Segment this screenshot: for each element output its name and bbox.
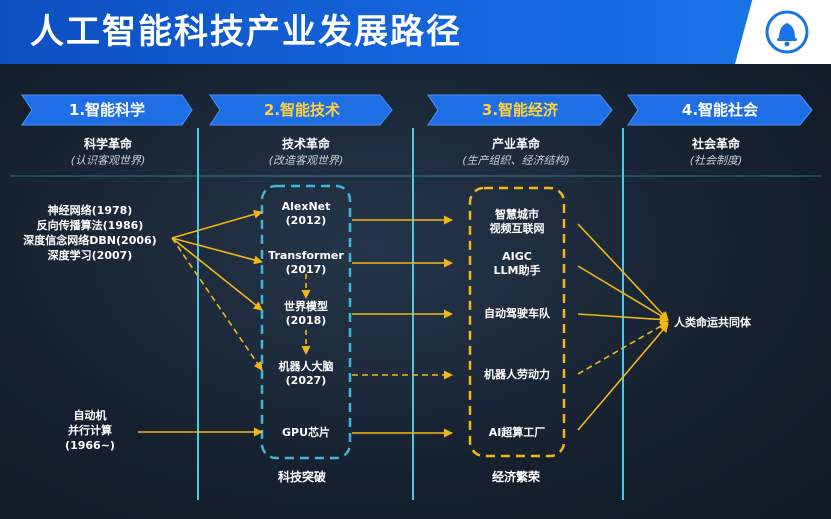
science-item: 神经网络(1978) (47, 204, 133, 217)
economy-node-line: 自动驾驶车队 (484, 307, 550, 320)
arrow-s1-robotbrain (171, 237, 263, 371)
arrows-economy-to-society (577, 223, 669, 431)
background (0, 64, 831, 519)
column-sub-science: (认识客观世界) (70, 154, 146, 167)
tech-node-year: (2027) (285, 374, 327, 387)
title-bar: 人工智能科技产业发展路径 (0, 0, 831, 64)
tech-node-alexnet: AlexNet (2012) (262, 200, 350, 228)
column-head-society: 社会革命 (691, 137, 740, 151)
arrow-city-society (577, 223, 669, 321)
arrow-s1-transformer (171, 237, 263, 265)
column-sub-tech: (改造客观世界) (268, 154, 344, 167)
tech-node-world-model: 世界模型 (2018) (262, 300, 350, 328)
tech-node-title: 机器人大脑 (278, 360, 334, 373)
arrow-aigc-society (577, 265, 669, 321)
society-node: 人类命运共同体 (674, 316, 751, 329)
stage-banner-2 (209, 94, 393, 126)
economy-node-driving: 自动驾驶车队 (470, 307, 564, 321)
science-item: 反向传播算法(1986) (36, 219, 144, 232)
footer-economic-prosperity: 经济繁荣 (492, 470, 541, 484)
tech-node-title: GPU芯片 (281, 426, 331, 439)
economy-node-robot-labor: 机器人劳动力 (470, 368, 564, 382)
stage-label-2: 2.智能技术 (263, 101, 341, 119)
economy-node-aigc: AIGC LLM助手 (470, 250, 564, 278)
science-item: 深度信念网络DBN(2006) (23, 234, 157, 247)
economy-node-line: AIGC (502, 250, 532, 263)
arrow-s1-alexnet (171, 209, 263, 239)
bell-logo-icon (765, 10, 809, 54)
stage-label-4: 4.智能社会 (681, 101, 759, 119)
tech-node-title: 世界模型 (284, 300, 328, 313)
column-head-economy: 产业革命 (491, 137, 540, 151)
economy-node-line: 智慧城市 (495, 208, 539, 221)
economy-group-box (468, 186, 566, 458)
arrow-factory-society (577, 323, 669, 431)
economy-node-line: 视频互联网 (489, 222, 545, 235)
economy-node-line: AI超算工厂 (488, 426, 546, 439)
tech-node-transformer: Transformer (2017) (262, 249, 350, 277)
science-group-2: 自动机 并行计算 (1966~) (40, 408, 140, 453)
science-item: 深度学习(2007) (47, 249, 133, 262)
economy-node-smart-city: 智慧城市 视频互联网 (470, 208, 564, 236)
arrow-driving-society (577, 313, 669, 324)
tech-node-year: (2012) (285, 214, 327, 227)
arrow-s1-worldmodel (171, 237, 263, 311)
column-sub-society: (社会制度) (689, 154, 743, 167)
tech-node-year: (2017) (285, 263, 327, 276)
tech-node-gpu: GPU芯片 (262, 426, 350, 440)
science-group-1: 神经网络(1978) 反向传播算法(1986) 深度信念网络DBN(2006) … (10, 203, 170, 263)
stage-label-3: 3.智能经济 (481, 101, 559, 119)
tech-node-title: Transformer (268, 249, 344, 262)
economy-node-line: LLM助手 (493, 264, 541, 277)
arrow-labor-society (577, 321, 669, 375)
column-head-science: 科学革命 (83, 137, 132, 151)
arrows-tech-to-economy (301, 215, 453, 438)
economy-node-ai-factory: AI超算工厂 (470, 426, 564, 440)
column-head-tech: 技术革命 (281, 137, 330, 151)
tech-node-title: AlexNet (281, 200, 331, 213)
science-item: (1966~) (65, 439, 115, 452)
tech-group-box (260, 184, 352, 460)
arrows-science-to-tech (138, 209, 263, 437)
stage-banners (21, 94, 813, 126)
stage-banner-4 (627, 94, 813, 126)
page-title: 人工智能科技产业发展路径 (30, 12, 462, 52)
tech-node-year: (2018) (285, 314, 327, 327)
stage-banner-1 (21, 94, 193, 126)
science-item: 并行计算 (68, 424, 112, 437)
stage-label-1: 1.智能科学 (68, 101, 146, 119)
tech-node-robot-brain: 机器人大脑 (2027) (262, 360, 350, 388)
science-item: 自动机 (73, 409, 107, 422)
column-sub-economy: (生产组织、经济结构) (462, 154, 570, 167)
stage-banner-3 (427, 94, 613, 126)
footer-tech-breakthrough: 科技突破 (278, 470, 327, 484)
economy-node-line: 机器人劳动力 (484, 368, 550, 381)
